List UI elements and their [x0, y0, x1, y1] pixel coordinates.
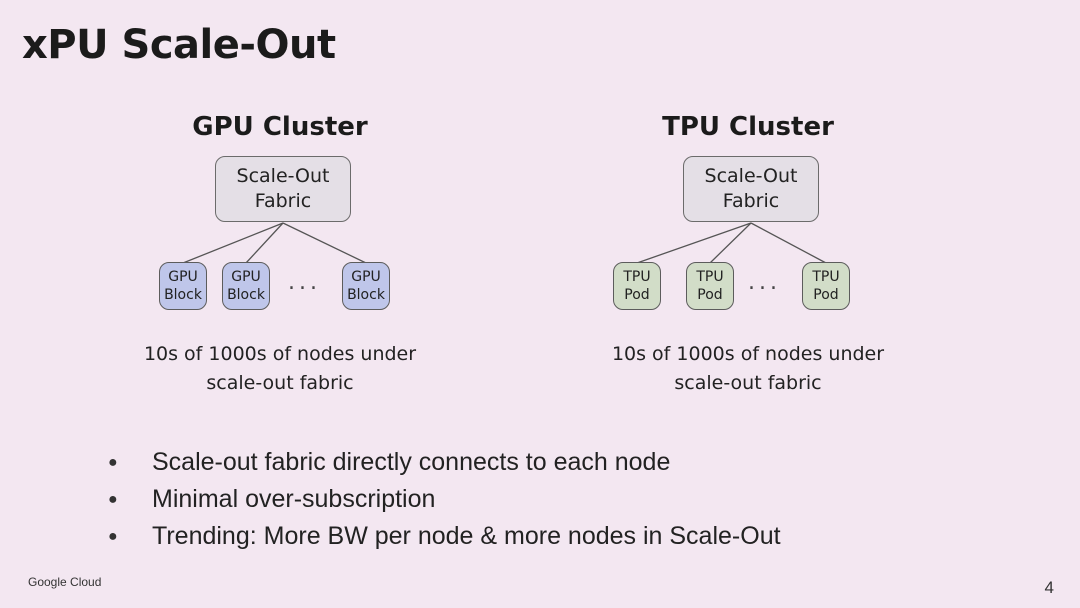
gpu-link-3 [282, 222, 367, 264]
tpu-cluster-title: TPU Cluster [662, 112, 834, 142]
tpu-nodes-ellipsis: ... [748, 270, 781, 295]
tpu-scale-out-fabric: Scale-Out Fabric [683, 156, 819, 222]
gpu-cluster-title: GPU Cluster [192, 112, 368, 142]
tpu-pod-node-2: TPU Pod [686, 262, 734, 310]
bullet-item: Minimal over-subscription [108, 481, 781, 518]
tpu-link-1 [636, 222, 752, 264]
tpu-cluster-diagram: TPU Cluster Scale-Out Fabric TPU Pod TPU… [588, 110, 908, 410]
slide-title: xPU Scale-Out [22, 22, 336, 68]
gpu-cluster-diagram: GPU Cluster Scale-Out Fabric GPU Block G… [120, 110, 440, 410]
gpu-nodes-ellipsis: ... [288, 270, 321, 295]
tpu-pod-node-1: TPU Pod [613, 262, 661, 310]
tpu-cluster-caption: 10s of 1000s of nodes under scale-out fa… [611, 343, 885, 394]
gpu-block-node-2: GPU Block [222, 262, 270, 310]
gpu-block-node-1: GPU Block [159, 262, 207, 310]
gpu-cluster-caption: 10s of 1000s of nodes under scale-out fa… [143, 343, 417, 394]
tpu-pod-node-3: TPU Pod [802, 262, 850, 310]
gpu-link-2 [245, 222, 284, 264]
gpu-block-node-3: GPU Block [342, 262, 390, 310]
tpu-link-2 [709, 222, 752, 264]
page-number: 4 [1044, 578, 1054, 597]
bullet-item: Trending: More BW per node & more nodes … [108, 518, 781, 555]
gpu-cluster-links [182, 222, 367, 264]
bullet-list: Scale-out fabric directly connects to ea… [108, 444, 781, 555]
tpu-link-3 [750, 222, 827, 264]
gpu-link-1 [182, 222, 284, 264]
google-cloud-logo: Google Cloud [28, 575, 102, 589]
tpu-cluster-links [636, 222, 827, 264]
gpu-scale-out-fabric: Scale-Out Fabric [215, 156, 351, 222]
bullet-item: Scale-out fabric directly connects to ea… [108, 444, 781, 481]
